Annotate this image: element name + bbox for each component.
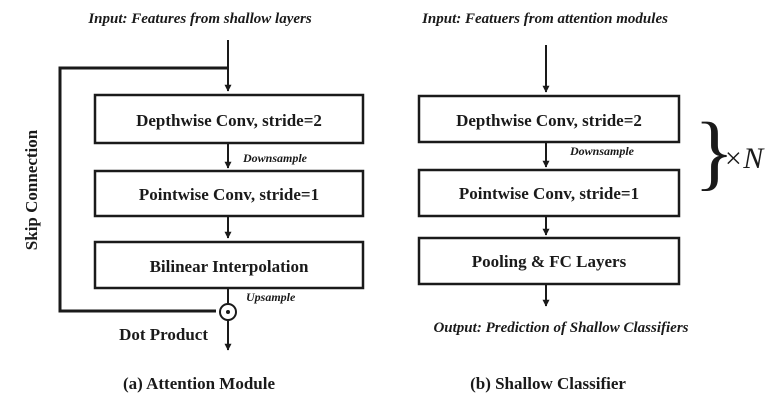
attention-input-label: Input: Features from shallow layers <box>87 11 312 27</box>
shallow-classifier-caption: (b) Shallow Classifier <box>470 374 626 393</box>
attention-upsample-label: Upsample <box>246 290 296 304</box>
repeat-brace-icon: } <box>694 106 734 199</box>
repeat-count-label: ×N <box>723 142 765 175</box>
skip-connection-label: Skip Connection <box>22 129 41 250</box>
attention-module-panel: Input: Features from shallow layers Dept… <box>22 11 365 393</box>
classifier-output-label: Output: Prediction of Shallow Classifier… <box>433 320 688 336</box>
attention-depthwise-conv-label: Depthwise Conv, stride=2 <box>136 111 322 130</box>
classifier-depthwise-conv-box <box>417 94 681 144</box>
attention-downsample-label: Downsample <box>242 151 308 165</box>
classifier-input-label: Input: Featuers from attention modules <box>421 11 668 27</box>
attention-pointwise-conv-label: Pointwise Conv, stride=1 <box>139 185 319 204</box>
classifier-pointwise-conv-label: Pointwise Conv, stride=1 <box>459 184 639 203</box>
classifier-pointwise-conv-box <box>417 168 681 218</box>
classifier-depthwise-conv-label: Depthwise Conv, stride=2 <box>456 111 642 130</box>
dot-product-center-dot <box>226 310 230 314</box>
attention-module-caption: (a) Attention Module <box>123 374 276 393</box>
classifier-pooling-fc-label: Pooling & FC Layers <box>472 252 627 271</box>
skip-connection-line <box>58 66 228 313</box>
attention-bilinear-interpolation-label: Bilinear Interpolation <box>150 257 309 276</box>
classifier-downsample-label: Downsample <box>569 144 635 158</box>
shallow-classifier-panel: Input: Featuers from attention modules D… <box>417 11 765 393</box>
dot-product-label: Dot Product <box>119 325 208 344</box>
classifier-pooling-fc-box <box>417 236 681 286</box>
